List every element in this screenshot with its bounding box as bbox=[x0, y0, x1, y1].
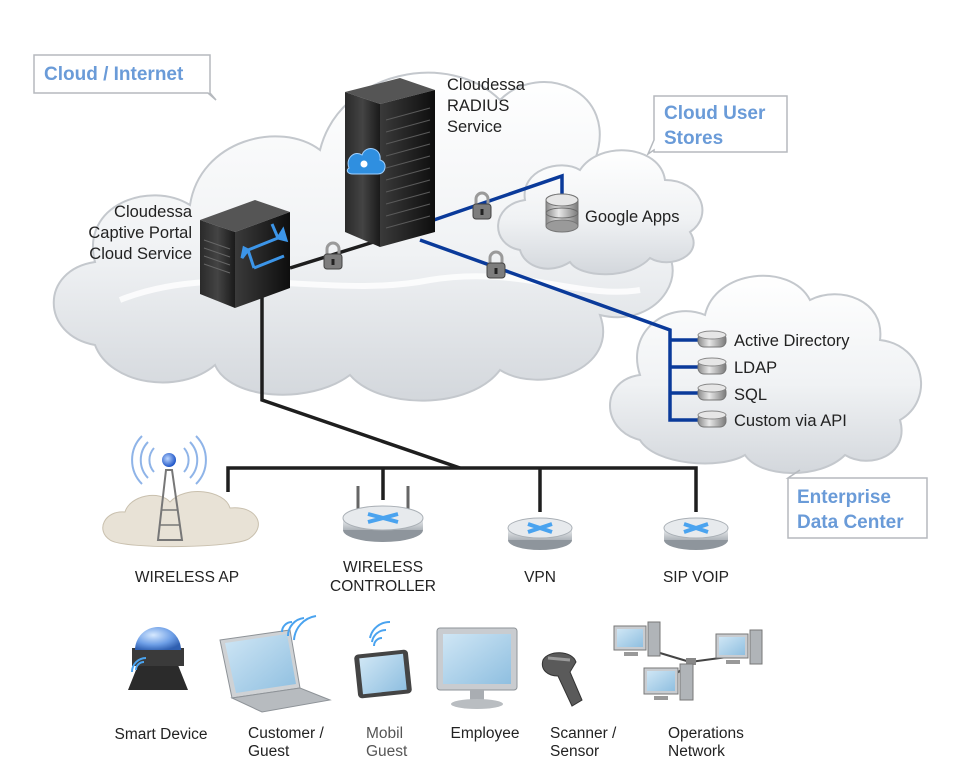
store-custom-api: Custom via API bbox=[734, 412, 847, 430]
link-portal-lan bbox=[260, 290, 461, 470]
database-icon bbox=[697, 410, 727, 428]
network-lines bbox=[226, 238, 698, 512]
callout-enterprise-line1: Enterprise bbox=[797, 487, 891, 508]
callout-cloud-internet: Cloud / Internet bbox=[33, 54, 217, 101]
database-icon bbox=[545, 193, 579, 233]
wireless-ap-label: WIRELESS AP bbox=[135, 569, 239, 586]
wireless-controller-label-line2: CONTROLLER bbox=[330, 578, 436, 595]
wireless-controller-label-line1: WIRELESS bbox=[343, 559, 423, 576]
scanner-sensor-label-line2: Sensor bbox=[550, 743, 599, 760]
link-radius-enterprise bbox=[419, 238, 700, 422]
scanner-sensor-label-line1: Scanner / bbox=[550, 725, 617, 742]
radius-label-line3: Service bbox=[447, 118, 502, 136]
callout-enterprise-line2: Data Center bbox=[797, 512, 904, 533]
smart-device-icon bbox=[128, 627, 188, 690]
captive-portal-server bbox=[200, 200, 290, 308]
arrows-badge-icon bbox=[240, 223, 289, 270]
mobil-guest-label-line1: Mobil bbox=[366, 725, 403, 742]
laptop-icon bbox=[219, 615, 332, 713]
customer-guest-label-line2: Guest bbox=[248, 743, 290, 760]
callout-cloud-user-stores: Cloud User Stores bbox=[646, 95, 788, 157]
wireless-ap-device bbox=[102, 435, 259, 548]
callout-enterprise-data-center: Enterprise Data Center bbox=[785, 469, 928, 539]
database-icon bbox=[697, 330, 727, 348]
store-ldap: LDAP bbox=[734, 359, 777, 377]
captive-portal-label-line3: Cloud Service bbox=[89, 245, 192, 263]
radius-server bbox=[345, 78, 435, 247]
operations-network-label-line1: Operations bbox=[668, 725, 744, 742]
tablet-icon bbox=[354, 620, 412, 699]
employee-label: Employee bbox=[451, 725, 520, 742]
database-icon bbox=[697, 383, 727, 401]
operations-network-label-line2: Network bbox=[668, 743, 725, 760]
enterprise-databases bbox=[697, 330, 727, 428]
customer-guest-label-line1: Customer / bbox=[248, 725, 324, 742]
callout-cloud-user-stores-line1: Cloud User bbox=[664, 103, 766, 124]
store-active-directory: Active Directory bbox=[734, 332, 850, 350]
cloud-enterprise bbox=[609, 274, 923, 474]
operations-network-icon bbox=[613, 621, 763, 701]
padlock-icon bbox=[323, 241, 343, 270]
captive-portal-label-line2: Captive Portal bbox=[88, 224, 192, 242]
padlock-icon bbox=[472, 191, 492, 220]
google-apps-label: Google Apps bbox=[585, 208, 680, 226]
router-icon bbox=[342, 486, 424, 542]
radius-label-line2: RADIUS bbox=[447, 97, 509, 115]
callout-cloud-user-stores-line2: Stores bbox=[664, 128, 723, 149]
scanner-icon bbox=[541, 652, 583, 707]
database-icon bbox=[697, 357, 727, 375]
antenna-icon bbox=[131, 435, 207, 541]
mobil-guest-label-line2: Guest bbox=[366, 743, 408, 760]
vpn-label: VPN bbox=[524, 569, 556, 586]
lan-backbone bbox=[226, 466, 698, 512]
smart-device-label: Smart Device bbox=[114, 726, 207, 743]
padlock-icon bbox=[486, 250, 506, 279]
store-sql: SQL bbox=[734, 386, 767, 404]
callout-cloud-internet-text: Cloud / Internet bbox=[44, 64, 184, 85]
router-icon bbox=[663, 517, 729, 550]
radius-label-line1: Cloudessa bbox=[447, 76, 526, 94]
monitor-icon bbox=[436, 627, 518, 709]
router-icon bbox=[507, 517, 573, 550]
sip-voip-label: SIP VOIP bbox=[663, 569, 729, 586]
cloud-badge-icon bbox=[346, 148, 386, 175]
captive-portal-label-line1: Cloudessa bbox=[114, 203, 193, 221]
